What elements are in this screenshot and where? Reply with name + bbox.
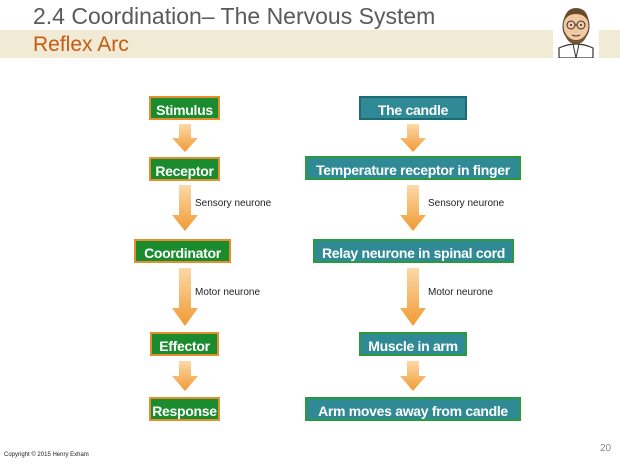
coordinator-box: Coordinator xyxy=(134,239,231,263)
down-arrow-icon xyxy=(172,361,198,391)
response-box: Response xyxy=(149,397,220,421)
down-arrow-icon xyxy=(400,268,426,326)
sensory-neurone-label: Sensory neurone xyxy=(428,198,505,209)
arm-moves-away-box: Arm moves away from candle xyxy=(305,397,521,421)
motor-neurone-label: Motor neurone xyxy=(428,287,494,298)
avatar xyxy=(553,2,599,58)
relay-neurone-box: Relay neurone in spinal cord xyxy=(313,239,514,263)
page-subtitle: Reflex Arc xyxy=(33,33,129,56)
receptor-box: Receptor xyxy=(149,157,220,181)
temperature-receptor-box: Temperature receptor in finger xyxy=(305,156,521,180)
header-sub-band xyxy=(0,30,620,58)
down-arrow-icon xyxy=(172,124,198,152)
copyright-text: Copyright © 2015 Henry Exham xyxy=(4,452,89,458)
stimulus-box: Stimulus xyxy=(149,96,220,120)
down-arrow-icon xyxy=(400,361,426,391)
header-top-band xyxy=(0,0,620,30)
effector-box: Effector xyxy=(150,332,219,356)
down-arrow-icon xyxy=(400,185,426,231)
motor-neurone-label: Motor neurone xyxy=(195,287,261,298)
page-number: 20 xyxy=(600,443,612,454)
the-candle-box: The candle xyxy=(359,96,467,120)
down-arrow-icon xyxy=(172,185,198,231)
page-title: 2.4 Coordination– The Nervous System xyxy=(33,3,436,29)
down-arrow-icon xyxy=(172,268,198,326)
muscle-in-arm-box: Muscle in arm xyxy=(359,332,467,356)
sensory-neurone-label: Sensory neurone xyxy=(195,198,272,209)
down-arrow-icon xyxy=(400,124,426,152)
slide-header: 2.4 Coordination– The Nervous System Ref… xyxy=(0,0,620,58)
